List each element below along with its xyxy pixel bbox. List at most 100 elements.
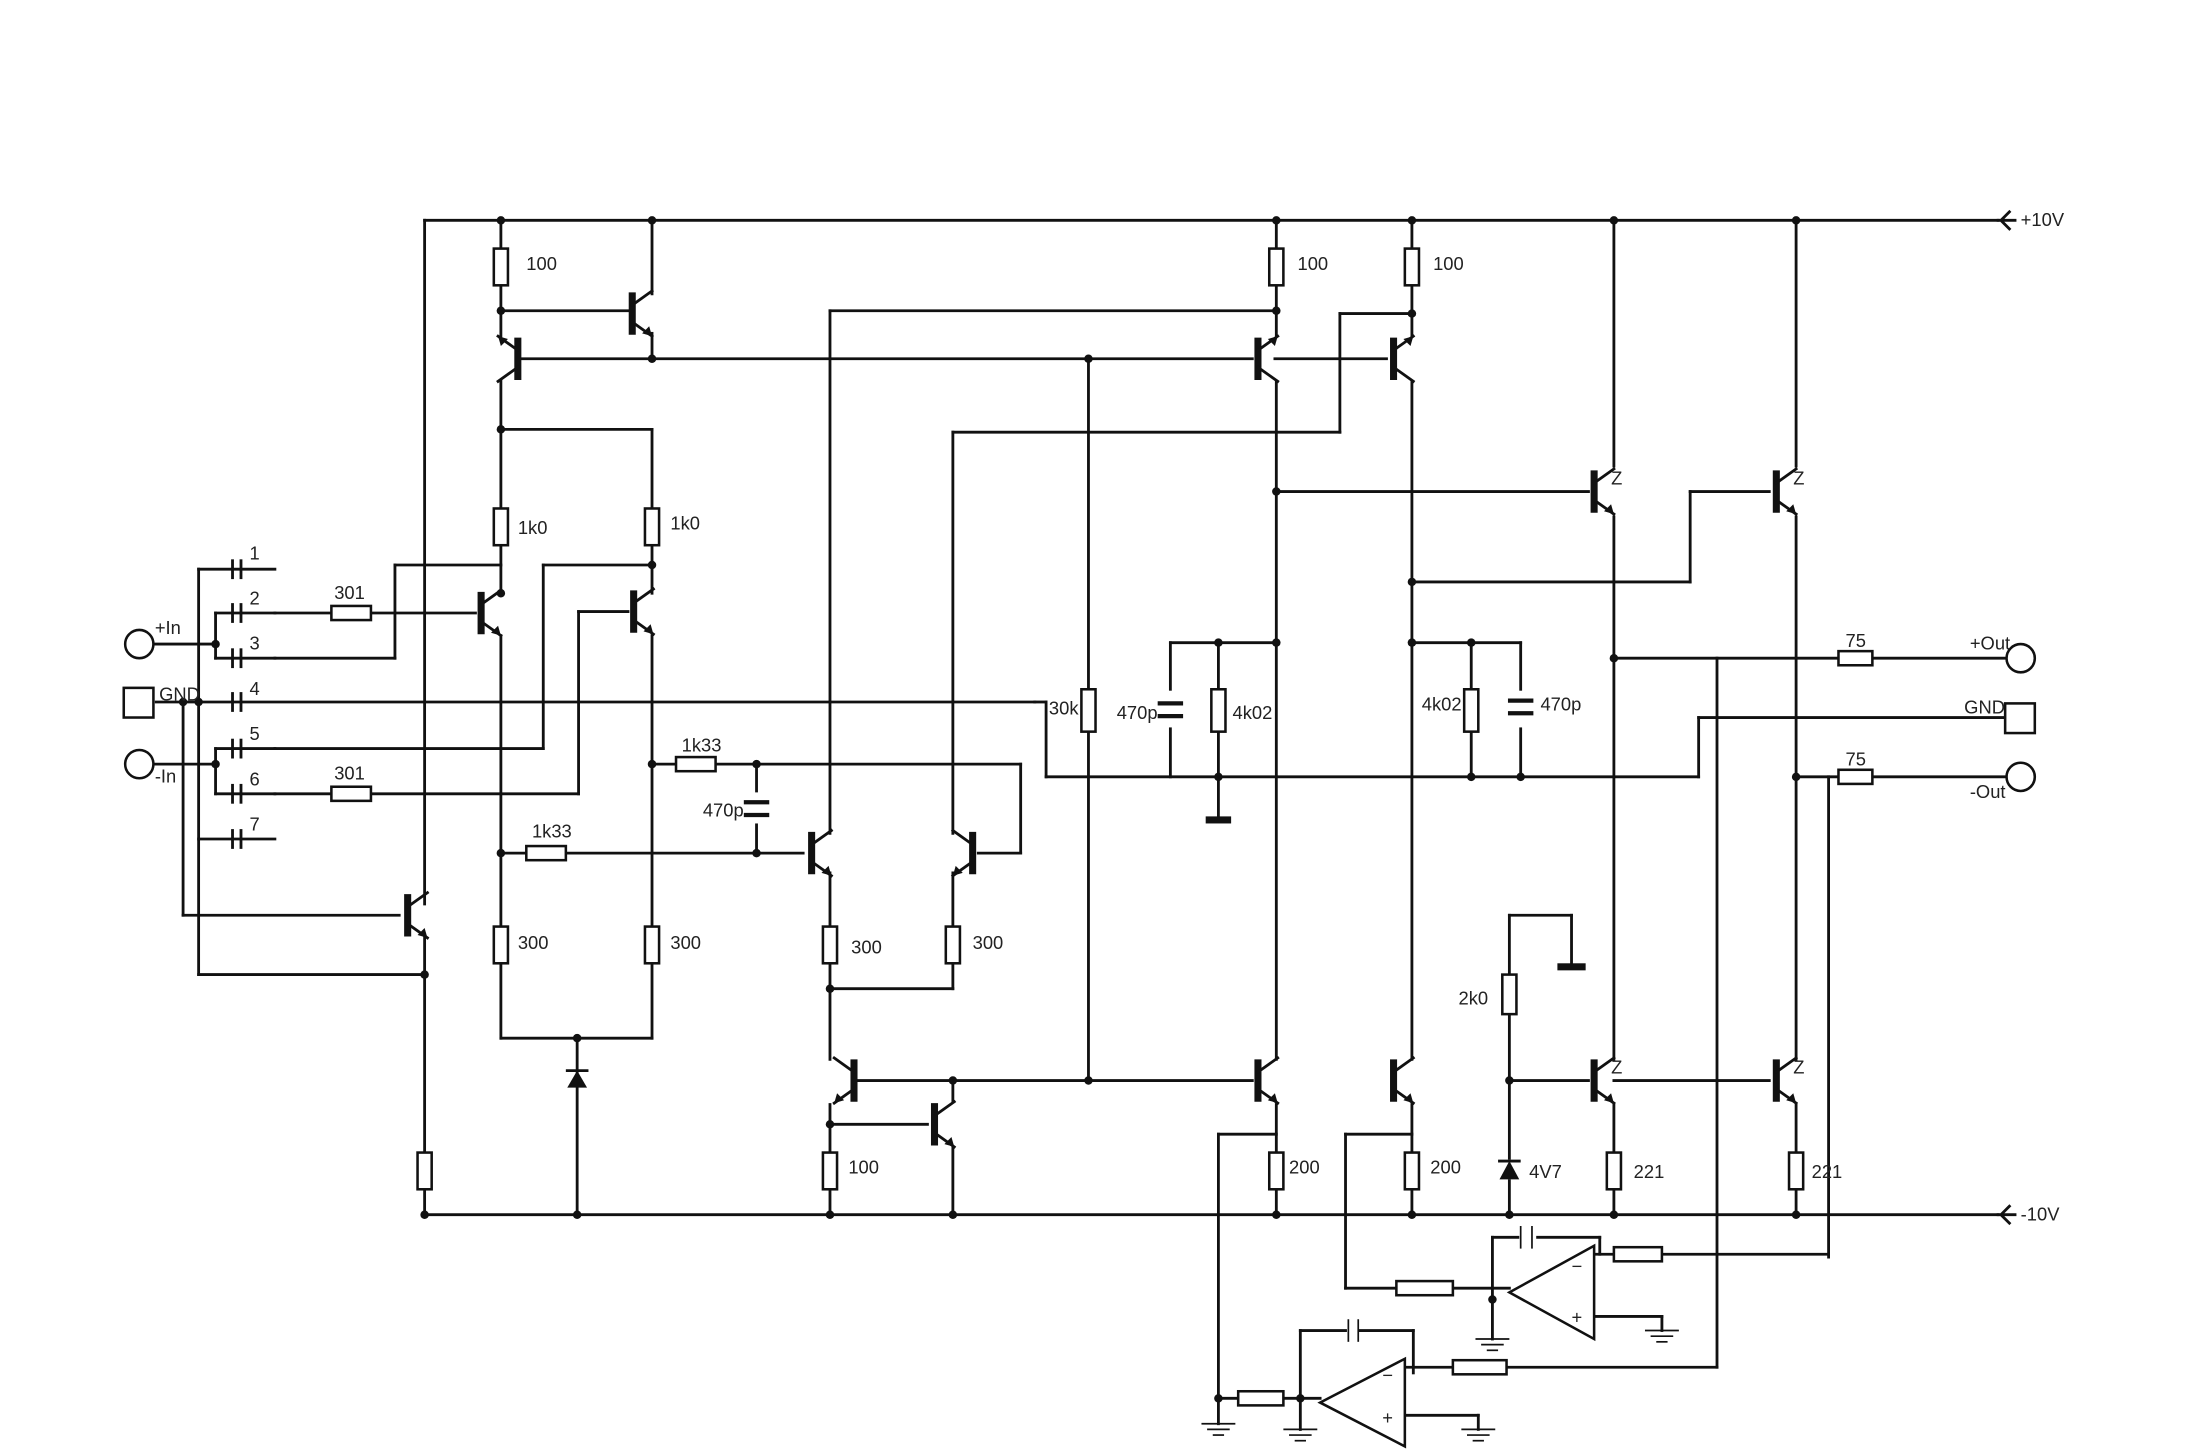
pin-label: 7: [249, 814, 259, 835]
terminal-label: +Out: [1970, 633, 2010, 654]
pin-label: 3: [249, 633, 259, 654]
opamp-minus-sign: −: [1382, 1364, 1393, 1385]
transistor-source-top: [496, 334, 522, 384]
resistor-1k0-left: [492, 507, 510, 547]
rail-label: -10V: [2021, 1203, 2061, 1224]
resistor-servo-feedback: [1612, 1245, 1664, 1263]
transistor-input-neg: [630, 587, 656, 637]
resistor-label: 1k0: [518, 517, 548, 538]
resistor-label: 200: [1289, 1157, 1320, 1178]
supply-rails: [423, 218, 2000, 1217]
diodes: 4V7: [565, 1069, 1562, 1182]
zener-diode-bias: [565, 1069, 589, 1088]
transistor-mirror-right: [930, 1099, 957, 1149]
resistor-label: 301: [334, 582, 365, 603]
resistor-label: 100: [1298, 253, 1329, 274]
capacitor-servo-integrator: [1519, 1226, 1533, 1249]
ground-symbols: [1201, 816, 1679, 1442]
resistor-label: 100: [1433, 253, 1464, 274]
resistor-1k33-lower: [525, 844, 568, 862]
pin-label: 4: [249, 678, 259, 699]
opamp-plus-sign: +: [1382, 1407, 1393, 1428]
transistor-output-pos-top: Z: [1590, 466, 1622, 517]
capacitor-label: 470p: [703, 799, 744, 820]
pin-label: 6: [249, 768, 259, 789]
pin-label: 2: [249, 588, 259, 609]
capacitor-470p-left: 470p: [1117, 701, 1184, 723]
capacitor-label: 470p: [1540, 693, 1581, 714]
resistor-label: 1k33: [682, 734, 722, 755]
opamp-plus-sign: +: [1572, 1306, 1583, 1327]
resistor-301-bottom: [330, 785, 373, 803]
input-minus-terminal[interactable]: -In: [123, 748, 176, 786]
rail-neg-terminal[interactable]: -10V: [1996, 1203, 2061, 1226]
transistor-input-pos: [477, 588, 503, 638]
resistor-label: 100: [526, 253, 557, 274]
resistor-200-left: [1267, 1151, 1285, 1191]
resistors: 100 100 100 1k0 1k0 301 301 1k33 1k33 30…: [330, 247, 1874, 1407]
output-minus-terminal[interactable]: -Out: [1970, 761, 2037, 802]
pin-label: 1: [249, 542, 259, 563]
resistor-label: 221: [1634, 1161, 1665, 1182]
zener-diode-4v7: 4V7: [1498, 1159, 1562, 1182]
resistor-left-emitter-100: [1267, 247, 1285, 287]
resistor-label: 4k02: [1422, 693, 1462, 714]
resistor-4k02-left: [1210, 688, 1227, 733]
resistor-221-left: [1605, 1151, 1623, 1191]
resistor-label: 301: [334, 763, 365, 784]
terminal-label: -Out: [1970, 781, 2006, 802]
terminal-label: -In: [155, 765, 176, 786]
transistor-output-neg-top: Z: [1772, 466, 1804, 517]
output-gnd-terminal[interactable]: GND: [1964, 696, 2037, 735]
servo-opamp-upper: − +: [1506, 1243, 1596, 1342]
supply-terminals: +10V -10V: [1996, 209, 2065, 1226]
resistor-221-right: [1787, 1151, 1805, 1191]
resistor-2k0: [1501, 973, 1518, 1016]
transistor-label: Z: [1611, 1056, 1622, 1077]
pin-3: 3: [231, 633, 260, 669]
resistor-30k: [1080, 688, 1097, 733]
resistor-servo2-ground: [1236, 1389, 1285, 1407]
resistor-label: 1k33: [532, 821, 572, 842]
capacitor-servo2-integrator: [1347, 1319, 1360, 1342]
resistor-label: 4k02: [1233, 702, 1273, 723]
resistor-300-d: [944, 925, 962, 965]
resistor-label: 100: [848, 1157, 879, 1178]
resistor-301-top: [330, 604, 373, 622]
resistor-4k02-right: [1462, 688, 1480, 733]
transistor-diff-left: [808, 828, 834, 878]
transistor-diff-right: [950, 828, 977, 878]
capacitor-470p-right: 470p: [1507, 693, 1581, 716]
resistor-1k33-upper: [674, 755, 717, 773]
ground-icon: [1475, 1338, 1510, 1352]
resistor-label: 75: [1846, 749, 1866, 770]
resistor-label: 300: [973, 932, 1004, 953]
resistor-label: 1k0: [670, 513, 700, 534]
transistor-bias-lower: [404, 890, 430, 940]
ground-icon: [1461, 1428, 1496, 1442]
output-plus-terminal[interactable]: +Out: [1970, 633, 2037, 674]
resistor-300-b: [643, 925, 661, 965]
transistor-mirror-left: [832, 1055, 858, 1106]
zener-label: 4V7: [1529, 1161, 1562, 1182]
ground-icon: [1283, 1428, 1318, 1442]
input-gnd-terminal[interactable]: GND: [122, 684, 200, 719]
capacitor-470p-input: 470p: [703, 799, 770, 820]
pin-7: 7: [231, 814, 260, 849]
resistor-servo2-input: [1451, 1358, 1508, 1376]
rail-pos-terminal[interactable]: +10V: [1996, 209, 2065, 231]
junction-dots: [178, 216, 1801, 1403]
opamps: − + − +: [1317, 1243, 1596, 1449]
pin-6: 6: [231, 768, 260, 804]
transistors: Z Z Z Z: [404, 288, 1804, 1149]
transistor-bias-top: [628, 288, 654, 339]
pin-2: 2: [231, 588, 260, 623]
transistor-label: Z: [1611, 467, 1622, 488]
transistor-output-neg-bottom: Z: [1772, 1055, 1804, 1106]
pin-label: 5: [249, 723, 259, 744]
input-plus-terminal[interactable]: +In: [123, 617, 181, 660]
resistor-75-top: [1837, 649, 1874, 667]
rail-label: +10V: [2021, 209, 2065, 230]
wiring: [149, 218, 2010, 1431]
capacitors: 470p 470p 470p: [703, 693, 1581, 1342]
